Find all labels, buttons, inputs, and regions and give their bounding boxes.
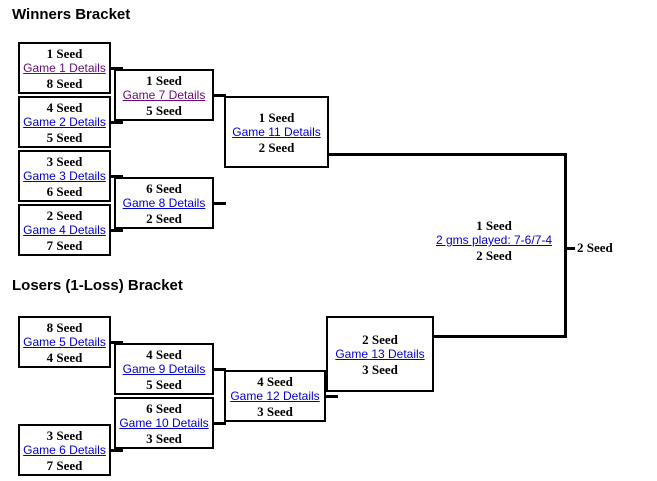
final-top-seed: 1 Seed [476,218,512,233]
connector-game11-to-final [327,153,567,156]
game-13-details-link[interactable]: Game 13 Details [335,346,425,361]
game-7-details-link[interactable]: Game 7 Details [122,87,206,102]
game-10-bottom-seed: 3 Seed [146,430,182,446]
game-box-game-2[interactable]: 4 Seed Game 2 Details 5 Seed [18,96,111,148]
game-8-bottom-seed: 2 Seed [146,210,182,226]
game-1-top-seed: 1 Seed [46,45,83,61]
final-match-block[interactable]: 1 Seed 2 gms played: 7-6/7-4 2 Seed [424,218,564,263]
game-12-top-seed: 4 Seed [257,373,293,389]
game-5-bottom-seed: 4 Seed [46,349,83,365]
game-11-details-link[interactable]: Game 11 Details [232,124,321,139]
game-box-game-3[interactable]: 3 Seed Game 3 Details 6 Seed [18,150,111,202]
game-7-top-seed: 1 Seed [146,72,182,88]
game-6-top-seed: 3 Seed [46,427,83,443]
game-box-game-1[interactable]: 1 Seed Game 1 Details 8 Seed [18,42,111,94]
game-4-details-link[interactable]: Game 4 Details [23,222,106,237]
connector-game12-to-game13 [324,395,338,398]
game-box-game-4[interactable]: 2 Seed Game 4 Details 7 Seed [18,204,111,256]
game-box-game-13[interactable]: 2 Seed Game 13 Details 3 Seed [326,316,434,392]
game-7-bottom-seed: 5 Seed [146,102,182,118]
game-5-details-link[interactable]: Game 5 Details [23,334,106,349]
game-13-bottom-seed: 3 Seed [362,361,398,377]
game-4-top-seed: 2 Seed [46,207,83,223]
game-4-bottom-seed: 7 Seed [46,237,83,253]
game-1-details-link[interactable]: Game 1 Details [23,60,106,75]
game-box-game-12[interactable]: 4 Seed Game 12 Details 3 Seed [224,370,326,422]
losers-bracket-heading: Losers (1-Loss) Bracket [12,277,183,294]
connector-game10-to-game12 [212,422,226,425]
game-6-bottom-seed: 7 Seed [46,457,83,473]
connector-game1-to-game7 [109,67,123,70]
game-box-game-7[interactable]: 1 Seed Game 7 Details 5 Seed [114,69,214,121]
game-9-details-link[interactable]: Game 9 Details [122,361,206,376]
game-box-game-8[interactable]: 6 Seed Game 8 Details 2 Seed [114,177,214,229]
champion-seed-label: 2 Seed [577,240,613,255]
connector-game13-to-final [432,335,567,338]
connector-game3-to-game8 [109,175,123,178]
connector-game6-to-game10 [109,449,123,452]
game-6-details-link[interactable]: Game 6 Details [23,442,106,457]
connector-game7-to-game11 [212,94,226,97]
game-3-bottom-seed: 6 Seed [46,183,83,199]
game-10-top-seed: 6 Seed [146,400,182,416]
game-box-game-10[interactable]: 6 Seed Game 10 Details 3 Seed [114,397,214,449]
game-box-game-6[interactable]: 3 Seed Game 6 Details 7 Seed [18,424,111,476]
connector-game9-to-game12 [212,368,226,371]
game-box-game-9[interactable]: 4 Seed Game 9 Details 5 Seed [114,343,214,395]
game-8-top-seed: 6 Seed [146,180,182,196]
game-3-top-seed: 3 Seed [46,153,83,169]
game-13-top-seed: 2 Seed [362,331,398,347]
game-box-game-5[interactable]: 8 Seed Game 5 Details 4 Seed [18,316,111,368]
game-2-bottom-seed: 5 Seed [46,129,83,145]
game-11-bottom-seed: 2 Seed [258,139,295,155]
winners-bracket-heading: Winners Bracket [12,6,131,23]
game-box-game-11[interactable]: 1 Seed Game 11 Details 2 Seed [224,96,329,168]
connector-game2-to-game7 [109,121,123,124]
game-12-bottom-seed: 3 Seed [257,403,293,419]
game-9-top-seed: 4 Seed [146,346,182,362]
game-3-details-link[interactable]: Game 3 Details [23,168,106,183]
game-10-details-link[interactable]: Game 10 Details [119,415,209,430]
game-8-details-link[interactable]: Game 8 Details [122,195,206,210]
game-5-top-seed: 8 Seed [46,319,83,335]
connector-game5-to-game9 [109,341,123,344]
connector-champion-stub [566,247,575,250]
game-2-top-seed: 4 Seed [46,99,83,115]
game-2-details-link[interactable]: Game 2 Details [23,114,106,129]
connector-final-vertical [564,153,567,337]
connector-game4-to-game8 [109,229,123,232]
game-1-bottom-seed: 8 Seed [46,75,83,91]
final-bottom-seed: 2 Seed [476,248,512,263]
connector-game8-to-game11 [212,202,226,205]
game-9-bottom-seed: 5 Seed [146,376,182,392]
game-11-top-seed: 1 Seed [258,109,295,125]
final-game-details-link[interactable]: 2 gms played: 7-6/7-4 [435,233,553,247]
game-12-details-link[interactable]: Game 12 Details [230,388,320,403]
